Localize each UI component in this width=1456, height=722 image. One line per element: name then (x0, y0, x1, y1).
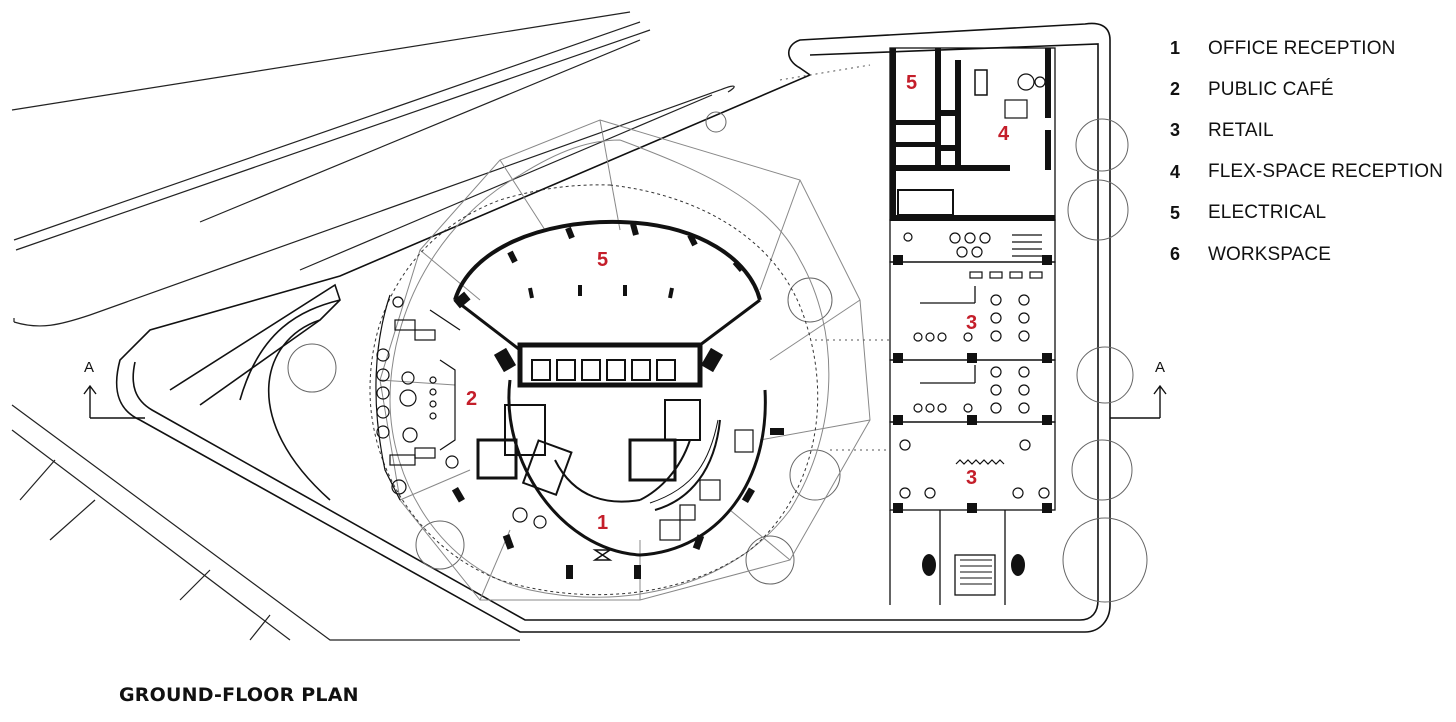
legend: 1 OFFICE RECEPTION 2 PUBLIC CAFÉ 3 RETAI… (1170, 28, 1443, 275)
room-label-flex-space-reception: 4 (998, 123, 1010, 145)
section-marker-right (1110, 384, 1167, 419)
room-label-public-cafe: 2 (466, 388, 477, 410)
legend-label: FLEX-SPACE RECEPTION (1208, 161, 1443, 183)
room-label-electrical-rotunda: 5 (597, 249, 608, 271)
street-lines-lower (11, 404, 520, 641)
room-label-retail-lower: 3 (966, 467, 977, 489)
room-label-retail-upper: 3 (966, 312, 977, 334)
legend-number: 5 (1170, 202, 1181, 223)
dotted-paving (779, 64, 890, 451)
legend-number: 2 (1170, 79, 1181, 100)
cafe-seating (375, 294, 754, 541)
legend-item-flex-space-reception: 4 FLEX-SPACE RECEPTION (1170, 152, 1443, 193)
legend-number: 4 (1170, 161, 1181, 182)
section-letter-right: A (1155, 359, 1165, 376)
section-marker-left (83, 384, 145, 419)
legend-item-retail: 3 RETAIL (1170, 110, 1443, 151)
reception-rotunda (476, 342, 767, 561)
legend-number: 1 (1170, 38, 1181, 59)
rotunda-piers (451, 291, 784, 579)
legend-label: ELECTRICAL (1208, 202, 1327, 224)
legend-label: RETAIL (1208, 119, 1274, 141)
room-label-electrical-corner: 5 (906, 72, 917, 94)
legend-item-public-cafe: 2 PUBLIC CAFÉ (1170, 69, 1443, 110)
plan-title: GROUND-FLOOR PLAN (119, 684, 359, 706)
legend-number: 3 (1170, 120, 1181, 141)
legend-label: OFFICE RECEPTION (1208, 37, 1396, 59)
rotunda-electrical (453, 219, 762, 352)
room-label-office-reception: 1 (597, 512, 608, 534)
street-lines (11, 11, 735, 327)
legend-label: PUBLIC CAFÉ (1208, 78, 1334, 100)
stair (960, 559, 992, 585)
retail-furniture (899, 73, 1050, 499)
retail-piers (893, 255, 1052, 576)
tree-outlines (287, 111, 1148, 603)
legend-item-workspace: 6 WORKSPACE (1170, 234, 1443, 275)
legend-number: 6 (1170, 244, 1181, 265)
canopy-dashed (369, 184, 819, 596)
legend-item-office-reception: 1 OFFICE RECEPTION (1170, 28, 1443, 69)
legend-label: WORKSPACE (1208, 243, 1332, 265)
core-walls (890, 48, 1055, 221)
section-letter-left: A (84, 359, 94, 376)
site-outline (115, 22, 1111, 633)
legend-item-electrical: 5 ELECTRICAL (1170, 193, 1443, 234)
